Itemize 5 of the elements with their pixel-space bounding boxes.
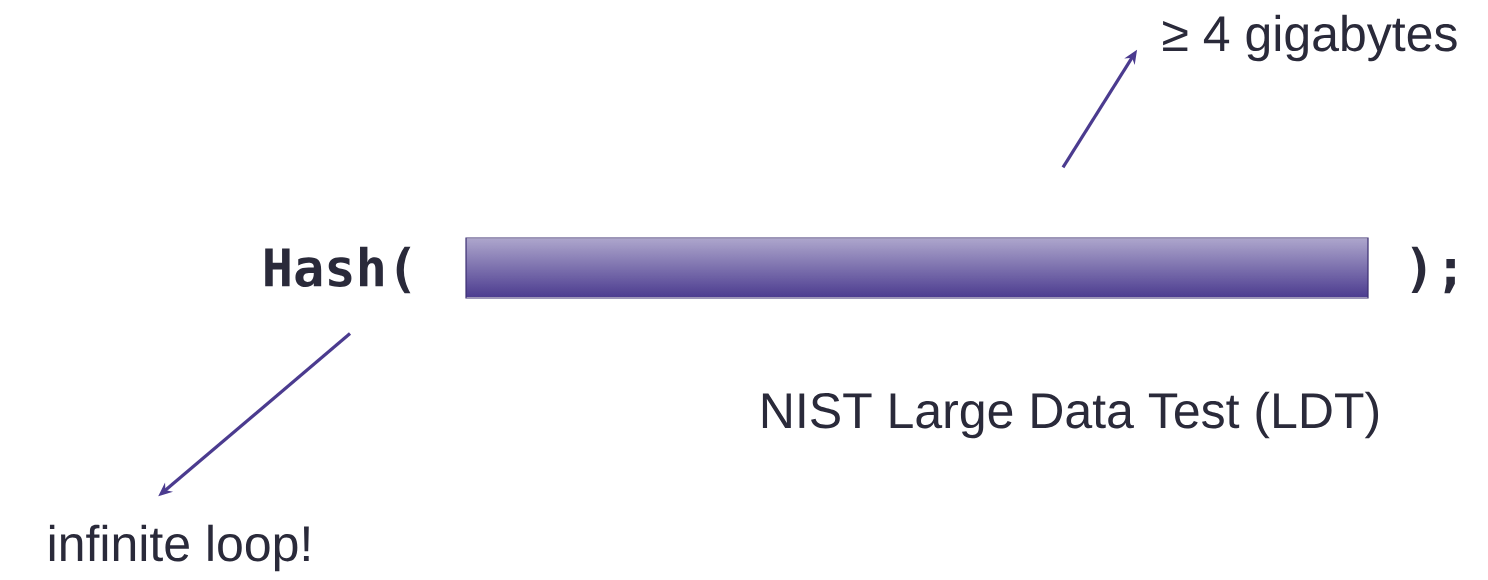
- caption-text: NIST Large Data Test (LDT): [762, 391, 1379, 439]
- code-text: Hash(: [265, 246, 411, 294]
- data-bar: [465, 237, 1369, 299]
- note-text: infinite loop!: [49, 524, 309, 572]
- note-text: ≥ 4 gigabytes: [1163, 14, 1457, 62]
